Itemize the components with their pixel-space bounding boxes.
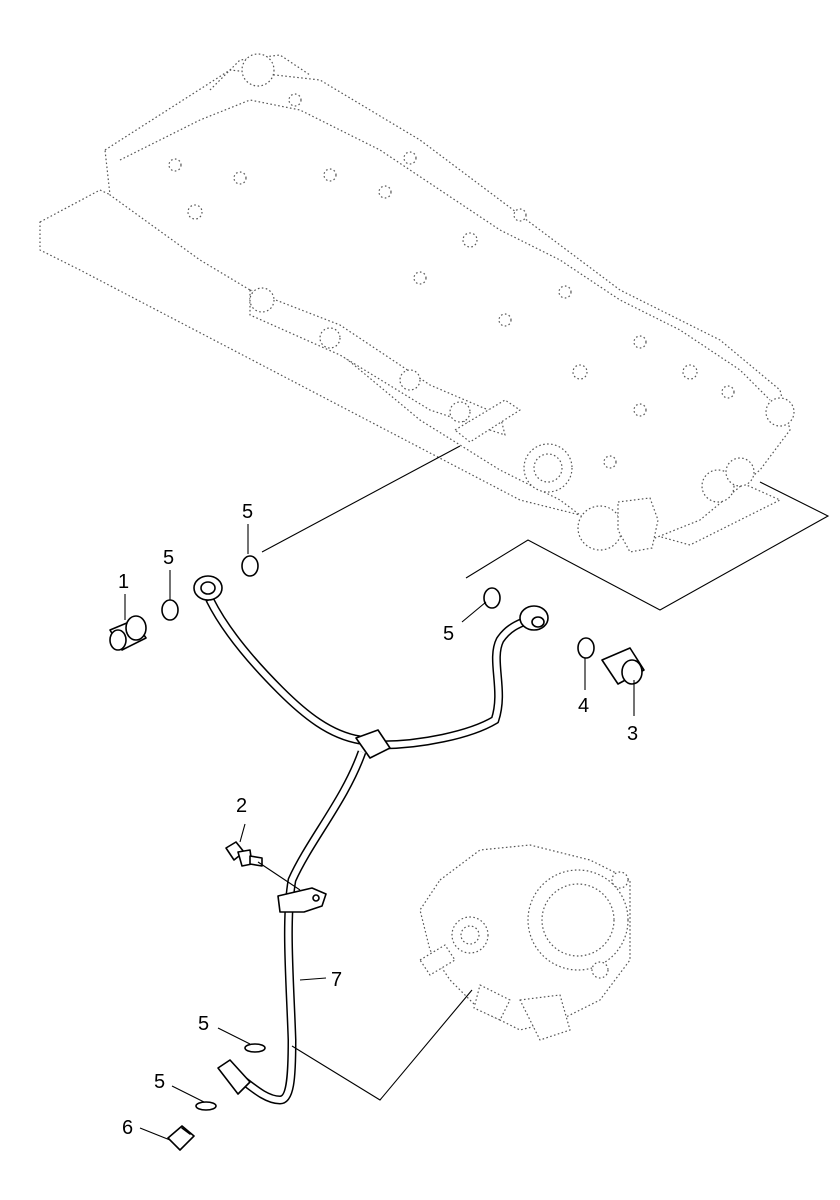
- callout-2: 2: [236, 795, 247, 817]
- leader-lines: [124, 524, 635, 1141]
- callout-1: 1: [118, 571, 129, 593]
- callout-5c: 5: [443, 623, 454, 645]
- callout-6: 6: [122, 1117, 133, 1139]
- callout-5d: 5: [198, 1013, 209, 1035]
- fuel-pipe-assembly: [193, 575, 549, 1105]
- cylinder-head: [39, 53, 795, 553]
- callouts: 1 2 3 4 5 5 5 5 5 6 7: [118, 501, 638, 1139]
- plug-3: [601, 647, 645, 685]
- callout-7: 7: [331, 969, 342, 991]
- callout-3: 3: [627, 723, 638, 745]
- callout-5b: 5: [163, 547, 174, 569]
- plug-1: [109, 615, 147, 651]
- fuel-injection-pump: [419, 844, 631, 1041]
- connection-leader-head: [261, 445, 461, 553]
- callout-5a: 5: [242, 501, 253, 523]
- section-line-pump: [291, 989, 473, 1101]
- bolt-2: [225, 841, 263, 867]
- section-line-head: [465, 481, 830, 611]
- callout-5e: 5: [154, 1071, 165, 1093]
- fitting-6: [167, 1125, 195, 1151]
- callout-4: 4: [578, 695, 589, 717]
